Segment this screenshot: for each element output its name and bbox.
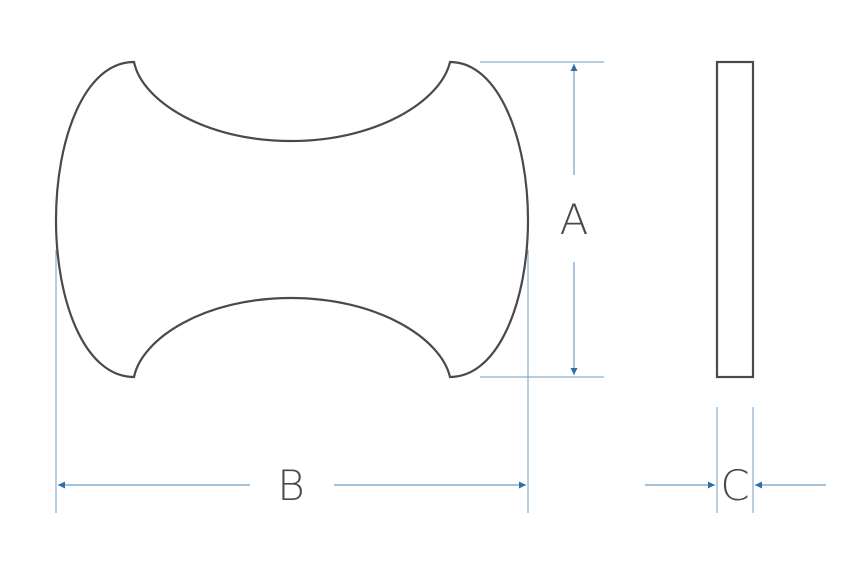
front-view-outline xyxy=(54,60,530,379)
side-view-outline xyxy=(715,60,755,379)
dimension-b-label: B xyxy=(277,461,305,510)
dimension-c-label: C xyxy=(720,461,749,510)
dimension-a-label: A xyxy=(560,195,589,244)
